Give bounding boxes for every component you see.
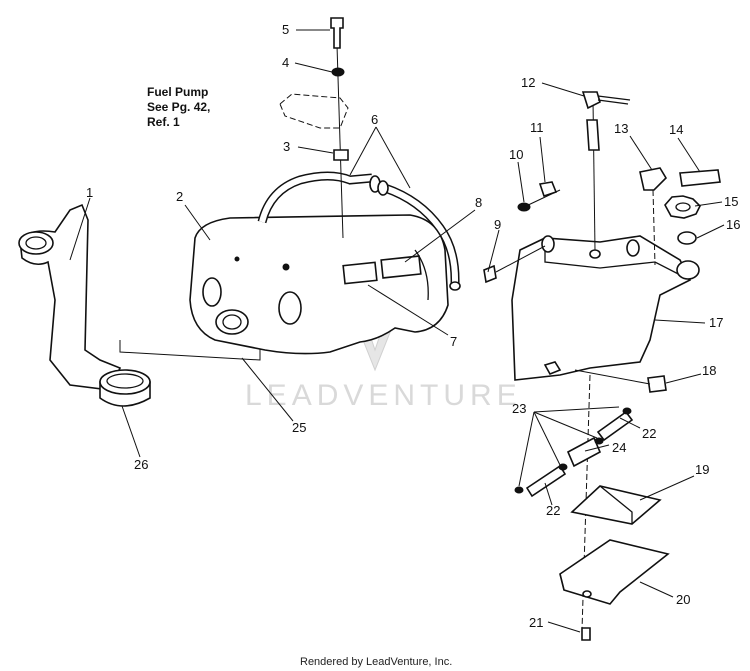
fastener-stack-3-4-5 — [330, 17, 349, 239]
callout-2: 2 — [176, 189, 183, 204]
callout-25: 25 — [292, 420, 306, 435]
part-21-screw — [581, 627, 591, 641]
callout-10: 10 — [509, 147, 523, 162]
part-24-filter — [566, 436, 602, 468]
part-22-line-upper — [596, 410, 634, 442]
part-4-washer — [331, 67, 345, 77]
callout-9: 9 — [494, 217, 501, 232]
part-18-fitting — [647, 375, 667, 393]
part-8-decal — [380, 255, 422, 279]
callout-19: 19 — [695, 462, 709, 477]
callout-18: 18 — [702, 363, 716, 378]
callout-24: 24 — [612, 440, 626, 455]
rendered-by-credit: Rendered by LeadVenture, Inc. — [300, 656, 452, 668]
fuel-pump-note: Fuel Pump See Pg. 42, Ref. 1 — [147, 85, 210, 129]
svg-text:Ref. 1: Ref. 1 — [147, 115, 180, 129]
svg-text:Fuel Pump: Fuel Pump — [147, 85, 208, 99]
watermark-text: LEADVENTURE — [245, 379, 522, 412]
callout-13: 13 — [614, 121, 628, 136]
part-1-filler-neck — [18, 203, 122, 391]
callout-8: 8 — [475, 195, 482, 210]
callout-23: 23 — [512, 401, 526, 416]
callout-26: 26 — [134, 457, 148, 472]
part-17-oil-tank — [511, 235, 700, 381]
part-5-screw — [330, 17, 344, 49]
callout-5: 5 — [282, 22, 289, 37]
part-2-fuel-tank — [189, 214, 449, 355]
part-16-gasket — [677, 231, 697, 245]
callout-16: 16 — [726, 217, 740, 232]
callout-11: 11 — [530, 120, 544, 135]
part-15-cap — [664, 195, 701, 219]
part-11-nut — [538, 181, 558, 198]
part-13-elbow — [639, 167, 668, 266]
part-26-cap — [99, 369, 151, 407]
part-3-nut — [333, 149, 349, 161]
fuel-pump-outline — [279, 93, 349, 129]
callout-6: 6 — [371, 112, 378, 127]
callout-4: 4 — [282, 55, 289, 70]
callout-3: 3 — [283, 139, 290, 154]
callout-22-upper: 22 — [642, 426, 656, 441]
callout-15: 15 — [724, 194, 738, 209]
callout-22-lower: 22 — [546, 503, 560, 518]
callout-12: 12 — [521, 75, 535, 90]
svg-text:See Pg. 42,: See Pg. 42, — [147, 100, 210, 114]
callout-7: 7 — [450, 334, 457, 349]
callout-17: 17 — [709, 315, 723, 330]
part-6-vent-hoses — [257, 171, 461, 291]
oil-line-assembly — [514, 369, 667, 631]
callout-labels: 1 2 3 4 5 6 7 8 9 10 11 12 13 14 15 16 1… — [86, 22, 740, 630]
part-22-line-lower — [525, 464, 567, 498]
part-20-bracket — [559, 539, 670, 605]
part-9-bolt — [483, 264, 497, 284]
callout-1: 1 — [86, 185, 93, 200]
part-7-decal — [342, 261, 378, 285]
part-14-hose — [679, 169, 721, 187]
callout-14: 14 — [669, 122, 683, 137]
callout-21: 21 — [529, 615, 543, 630]
part-25-strap — [119, 340, 261, 361]
leader-lines — [69, 29, 725, 633]
callout-20: 20 — [676, 592, 690, 607]
part-19-pad — [570, 485, 662, 525]
part-12-sender — [581, 91, 631, 251]
